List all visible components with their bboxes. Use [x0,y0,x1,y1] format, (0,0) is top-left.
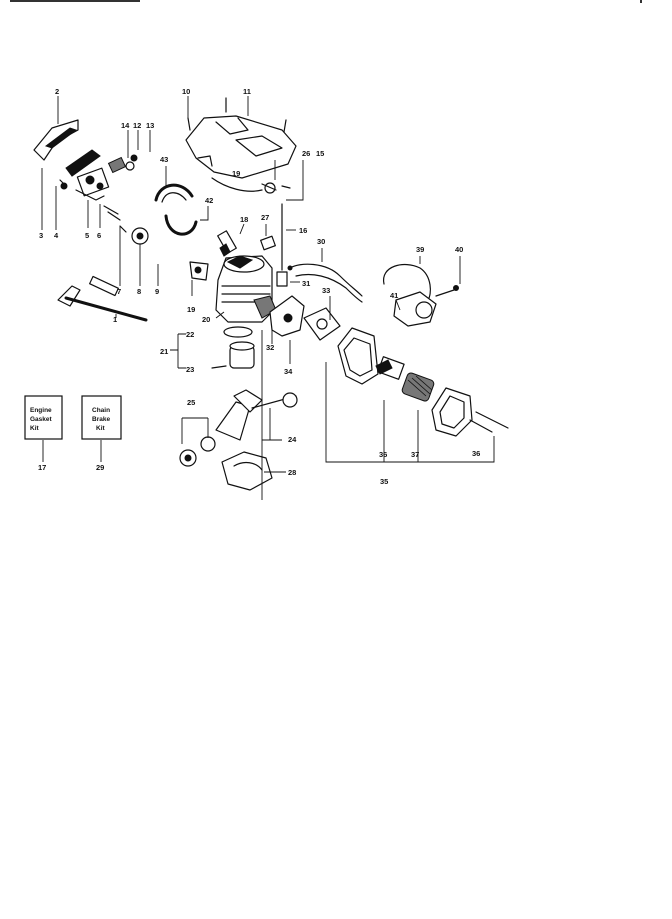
label-33: 33 [322,286,330,295]
label-21: 21 [160,347,168,356]
filter-element [375,356,435,402]
label-36b: 36 [472,449,480,458]
label-10: 10 [182,87,190,96]
ignition-wire [276,203,288,287]
air-filter-housing [337,327,379,385]
crankshaft [179,389,298,467]
label-22: 22 [186,330,194,339]
label-2: 2 [55,87,59,96]
label-41: 41 [390,291,398,300]
kit-line: Brake [92,416,110,423]
part-labels: 2 10 11 14 12 13 43 26 15 19 42 18 27 16… [38,87,480,486]
label-3: 3 [39,231,43,240]
label-42: 42 [205,196,213,205]
filter-cover [431,387,509,437]
label-17: 17 [38,463,46,472]
kit-text-engine-gasket: Engine Gasket Kit [30,407,53,432]
label-18: 18 [240,215,248,224]
leader-35 [325,362,495,463]
label-32: 32 [266,343,274,352]
ignition-module [383,263,459,327]
label-1: 1 [113,315,117,324]
intake-flange [269,295,305,337]
strap-43 [154,183,194,203]
spark-plug [217,230,237,257]
label-27: 27 [261,213,269,222]
strap-42 [164,214,198,236]
kit-line: Gasket [30,416,53,423]
label-19: 19 [232,169,240,178]
label-35: 35 [380,477,388,486]
carburetor [59,149,149,245]
crankcase-half [221,451,273,491]
leader-21 [170,333,186,369]
wire-harness [287,263,363,303]
label-23: 23 [186,365,194,374]
leader-25 [181,417,209,444]
label-24: 24 [288,435,297,444]
label-11: 11 [243,87,251,96]
label-20: 20 [202,315,210,324]
label-4: 4 [54,231,59,240]
fuel-line [211,177,291,194]
label-43: 43 [160,155,168,164]
leader-42 [200,206,209,221]
kit-line: Kit [30,425,40,432]
label-31: 31 [302,279,310,288]
label-19b: 19 [187,305,195,314]
hand-guard [33,119,79,161]
label-37: 37 [411,450,419,459]
kit-box-engine-gasket [24,395,63,440]
label-9: 9 [155,287,159,296]
kit-text-chain-brake: Chain Brake Kit [92,407,110,432]
label-26: 26 [302,149,310,158]
label-15: 15 [316,149,324,158]
label-28: 28 [288,468,296,477]
kit-line: Chain [92,407,110,414]
label-7: 7 [117,287,121,296]
kit-line: Kit [96,425,106,432]
label-36a: 36 [379,450,387,459]
top-cover [185,97,297,179]
leader-24 [262,408,282,441]
leader-lines [41,130,401,364]
label-40: 40 [455,245,463,254]
scan-artifacts [10,0,642,3]
spark-boot [260,235,276,251]
piston [211,326,255,369]
leader-18 [239,223,245,235]
label-12: 12 [133,121,141,130]
leader-26-15 [274,160,304,201]
scrench-tool [57,275,148,322]
intake-gasket [303,307,341,341]
label-29: 29 [96,463,104,472]
label-14: 14 [121,121,130,130]
label-6: 6 [97,231,101,240]
label-34: 34 [284,367,293,376]
kit-line: Engine [30,407,52,414]
label-8: 8 [137,287,141,296]
label-30: 30 [317,237,325,246]
cylinder [189,255,277,323]
label-13: 13 [146,121,154,130]
label-25: 25 [187,398,195,407]
kit-box-chain-brake [81,395,122,440]
label-5: 5 [85,231,89,240]
label-16b: 16 [299,226,307,235]
label-39: 39 [416,245,424,254]
